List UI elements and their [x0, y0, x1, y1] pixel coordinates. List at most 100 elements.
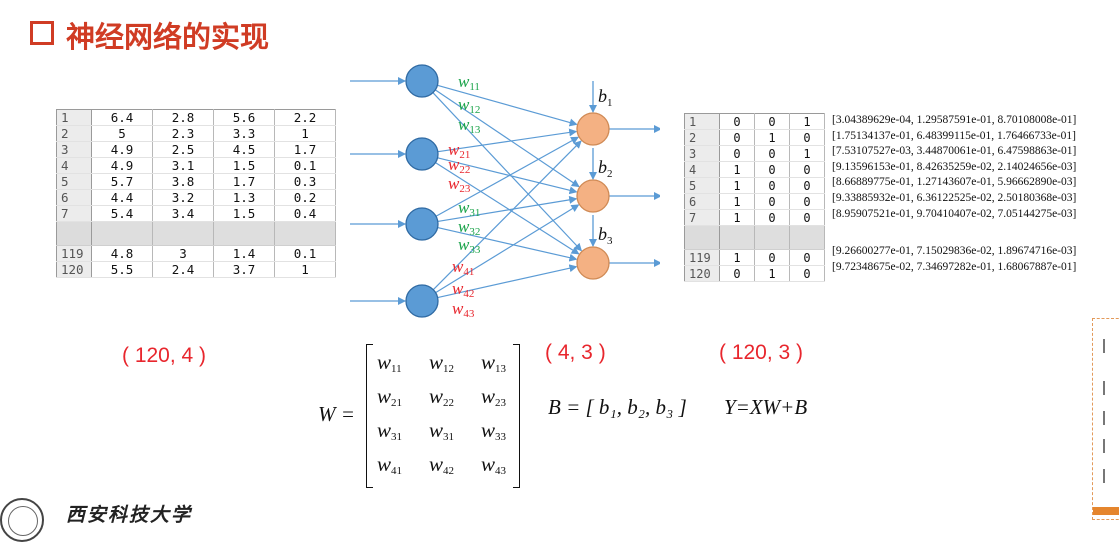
weight-edge: [432, 140, 582, 291]
x-table-row-index: 1: [56, 109, 92, 126]
weight-edge: [434, 89, 580, 188]
x-table-cell: 1: [274, 261, 336, 278]
probability-row: [9.26600277e-01, 7.15029836e-02, 1.89674…: [832, 245, 1077, 258]
x-table-cell: 3.1: [152, 157, 214, 174]
x-table-cell: 4.9: [91, 141, 153, 158]
weight-shape-label: ( 4, 3 ): [545, 341, 606, 364]
weight-matrix-cell: w11: [377, 350, 402, 375]
weight-label: w43: [452, 299, 475, 320]
x-table-cell: 3.3: [213, 125, 275, 142]
probability-row: [7.53107527e-03, 3.44870061e-01, 6.47598…: [832, 145, 1077, 158]
y-table-cell: 1: [719, 177, 755, 194]
weight-edge: [437, 195, 578, 223]
square-bullet-icon: [30, 21, 54, 45]
x-table-cell: 6.4: [91, 109, 153, 126]
x-table-cell: 2.8: [152, 109, 214, 126]
bias-label: b3: [598, 224, 613, 247]
y-table-cell: 0: [789, 209, 825, 226]
x-table-row-index: 4: [56, 157, 92, 174]
b-vector-formula: B = [ b₁, b₂, b₃ ]: [548, 395, 687, 419]
weight-label: w12: [458, 95, 480, 116]
weight-matrix-cell: w13: [481, 350, 507, 375]
y-table-cell: 1: [789, 113, 825, 130]
x-table-cell: 1.3: [213, 189, 275, 206]
weight-edge: [437, 128, 578, 153]
y-table-cell: 0: [754, 209, 790, 226]
x-table-cell: 5.7: [91, 173, 153, 190]
weight-matrix-cell: w31: [429, 418, 455, 443]
weight-label: w23: [448, 174, 471, 195]
weight-matrix-cell: w41: [377, 452, 403, 477]
y-table-row-index: 120: [684, 265, 720, 282]
y-table-cell: 0: [754, 177, 790, 194]
x-table-cell: 1.5: [213, 157, 275, 174]
weight-matrix-cell: w12: [429, 350, 455, 375]
probability-row: [1.75134137e-01, 6.48399115e-01, 1.76466…: [832, 129, 1076, 142]
weight-edge: [435, 136, 580, 217]
weight-label: w42: [452, 279, 474, 300]
weight-edge: [437, 157, 578, 195]
probability-row: [9.33885932e-01, 6.36122525e-02, 2.50180…: [832, 191, 1077, 204]
x-table-row-index: 7: [56, 205, 92, 222]
x-table-cell: 3.2: [152, 189, 214, 206]
university-name: 西安科技大学: [66, 504, 193, 526]
y-table-ellipsis-gap: [684, 225, 825, 250]
input-neuron: [405, 207, 439, 241]
weight-label: w13: [458, 115, 481, 136]
weight-label: w41: [452, 257, 474, 278]
x-table-cell: 4.8: [91, 245, 153, 262]
y-table-row-index: 119: [684, 249, 720, 266]
y-table-cell: 0: [754, 249, 790, 266]
output-shape-label: ( 120, 3 ): [719, 341, 804, 364]
weight-edge: [435, 204, 580, 294]
weight-matrix-cell: w22: [429, 384, 455, 409]
weight-edge: [437, 264, 578, 299]
input-neuron: [405, 137, 439, 171]
y-table-row-index: 7: [684, 209, 720, 226]
y-table-cell: 1: [754, 129, 790, 146]
x-table-cell: 1: [274, 125, 336, 142]
y-table-cell: 1: [719, 209, 755, 226]
weight-matrix-cell: w23: [481, 384, 507, 409]
slide-title-text: 神经网络的实现: [66, 20, 270, 54]
x-table-cell: 2.5: [152, 141, 214, 158]
weight-label: w11: [458, 72, 480, 93]
x-table-cell: 5.4: [91, 205, 153, 222]
weight-matrix-cell: w42: [429, 452, 455, 477]
x-table-row-index: 6: [56, 189, 92, 206]
bias-label: b1: [598, 86, 613, 109]
x-table-cell: 4.9: [91, 157, 153, 174]
weight-label: w21: [448, 140, 470, 161]
y-table-row-index: 5: [684, 177, 720, 194]
weight-edge: [437, 226, 578, 262]
x-table-cell: 0.1: [274, 157, 336, 174]
x-table-row-index: 2: [56, 125, 92, 142]
weight-matrix-cell: w33: [481, 418, 507, 443]
slide-title: 神经网络的实现: [30, 14, 269, 56]
y-table-cell: 1: [719, 161, 755, 178]
x-table-cell: 3.8: [152, 173, 214, 190]
x-table-row-index: 119: [56, 245, 92, 262]
y-table-row-index: 1: [684, 113, 720, 130]
x-table-cell: 4.5: [213, 141, 275, 158]
x-table-cell: 3: [152, 245, 214, 262]
y-table-cell: 0: [789, 129, 825, 146]
weight-edge: [437, 84, 578, 127]
probability-row: [8.66889775e-01, 1.27143607e-01, 5.96662…: [832, 176, 1077, 189]
x-table-cell: 1.7: [213, 173, 275, 190]
x-table-cell: 0.3: [274, 173, 336, 190]
y-table-cell: 0: [754, 161, 790, 178]
input-shape-label: ( 120, 4 ): [122, 344, 207, 367]
x-table-cell: 4.4: [91, 189, 153, 206]
x-table-cell: 3.7: [213, 261, 275, 278]
x-table-cell: 2.2: [274, 109, 336, 126]
